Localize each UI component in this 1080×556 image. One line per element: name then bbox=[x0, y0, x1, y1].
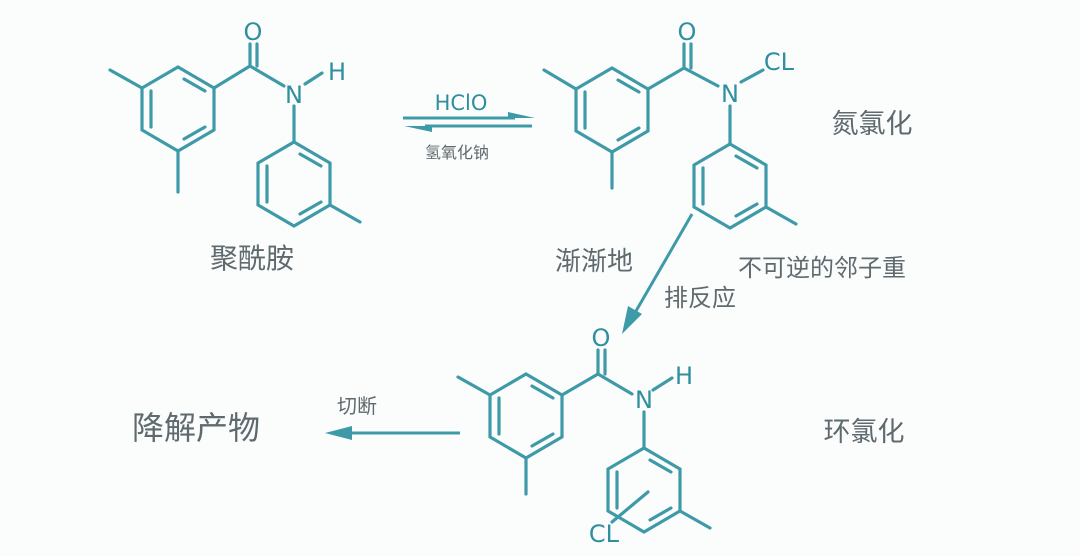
ring-chlorination-label: 环氯化 bbox=[824, 417, 905, 448]
equilibrium-arrows: HClO 氢氧化钠 bbox=[403, 91, 535, 162]
molecule-polyamide: O N H 聚酰胺 bbox=[108, 18, 362, 275]
n-chlorination-label: 氮氯化 bbox=[832, 109, 913, 140]
cleavage-label: 切断 bbox=[337, 394, 377, 418]
rearrangement-arrow: 渐渐地 不可逆的邻子重 排反应 bbox=[555, 213, 906, 334]
oxygen-atom: O bbox=[592, 324, 611, 352]
nitrogen-atom: N bbox=[635, 386, 653, 414]
molecule-n-chlorinated: O N CL 氮氯化 bbox=[542, 18, 913, 230]
hydrogen-atom: H bbox=[675, 362, 693, 390]
oxygen-atom: O bbox=[678, 18, 697, 46]
rearrangement-text-2: 不可逆的邻子重 bbox=[738, 254, 906, 282]
rearrangement-text-1: 渐渐地 bbox=[555, 247, 633, 277]
chlorine-atom: CL bbox=[764, 48, 795, 76]
rearrangement-text-3: 排反应 bbox=[664, 284, 736, 312]
nitrogen-atom: N bbox=[721, 80, 739, 108]
reverse-reagent: 氢氧化钠 bbox=[425, 143, 489, 162]
molecule-ring-chlorinated: O N H CL 环氯化 bbox=[456, 324, 905, 548]
chlorine-atom: CL bbox=[589, 520, 620, 548]
forward-reagent: HClO bbox=[435, 91, 488, 115]
degradation-product-label: 降解产物 bbox=[132, 409, 260, 447]
polyamide-label: 聚酰胺 bbox=[210, 242, 294, 275]
oxygen-atom: O bbox=[244, 18, 263, 46]
nitrogen-atom: N bbox=[285, 81, 303, 109]
cleavage-step: 切断 降解产物 bbox=[132, 394, 460, 447]
hydrogen-atom: H bbox=[328, 58, 346, 86]
